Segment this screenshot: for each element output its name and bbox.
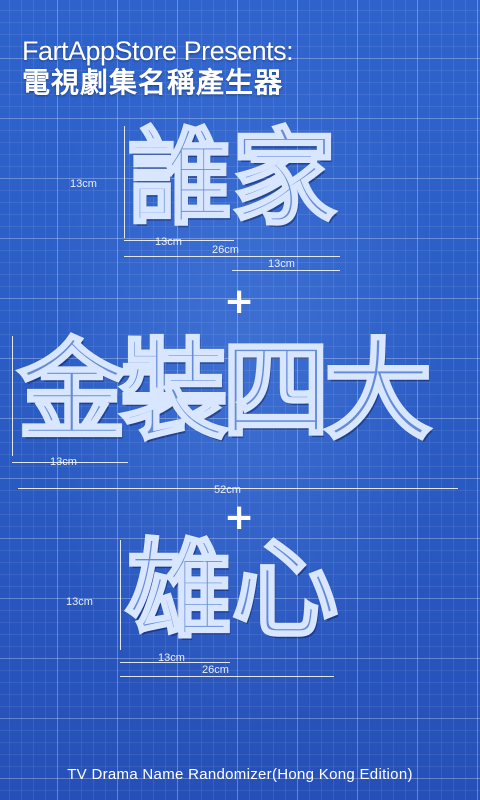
- presents-label: FartAppStore Presents:: [22, 36, 294, 66]
- width-measure-label: 13cm: [155, 236, 182, 248]
- measure-line: [120, 540, 121, 650]
- measure-line: [232, 270, 340, 271]
- part-2-glyphs: 金裝四大: [16, 329, 433, 454]
- measure-line: [124, 256, 340, 257]
- app-title: 電視劇集名稱產生器: [22, 66, 284, 99]
- width-measure-label: 13cm: [50, 456, 77, 468]
- measure-line: [124, 240, 234, 241]
- measure-line: [120, 662, 230, 663]
- width-measure-label: 13cm: [158, 652, 185, 664]
- width-measure-label: 26cm: [212, 244, 239, 256]
- width-measure-label: 26cm: [202, 664, 229, 676]
- measure-line: [124, 126, 125, 238]
- part-2-text: 金裝四大: [16, 329, 433, 454]
- width-measure-label: 52cm: [214, 484, 241, 496]
- measure-line: [12, 462, 128, 463]
- measure-line: [12, 336, 13, 456]
- part-3-text: 雄心: [125, 529, 340, 652]
- plus-sign: +: [224, 497, 255, 538]
- part-1-glyphs: 誰家: [126, 117, 337, 239]
- height-measure-label: 13cm: [66, 596, 93, 608]
- plus-sign: +: [224, 281, 255, 322]
- measure-line: [18, 488, 458, 489]
- app-header: FartAppStore Presents: 電視劇集名稱產生器: [22, 36, 294, 100]
- part-3-glyphs: 雄心: [125, 529, 340, 652]
- width-measure-label: 13cm: [268, 258, 295, 270]
- measure-line: [120, 676, 334, 677]
- footer-caption: TV Drama Name Randomizer(Hong Kong Editi…: [67, 766, 413, 783]
- height-measure-label: 13cm: [70, 178, 97, 190]
- part-1-text: 誰家: [126, 117, 337, 239]
